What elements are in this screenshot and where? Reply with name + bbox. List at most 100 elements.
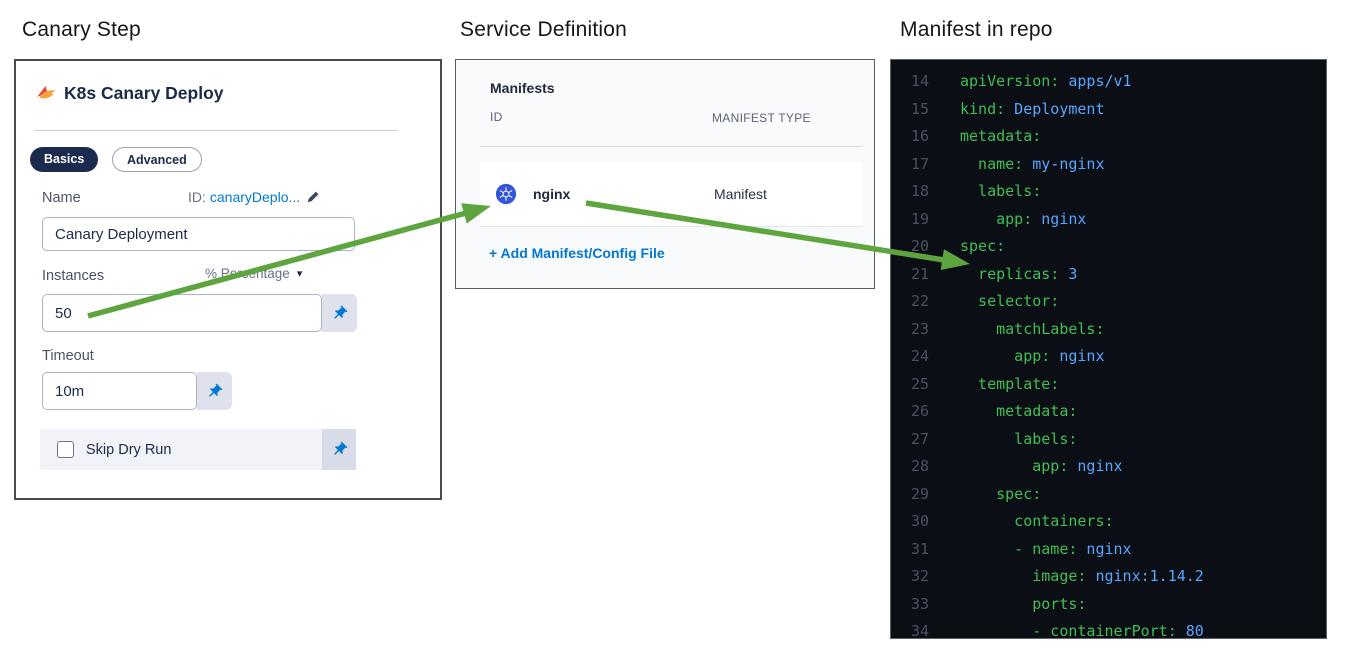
code-line: 21 replicas: 3 (891, 261, 1326, 289)
code-line: 16 metadata: (891, 123, 1326, 151)
code-line: 27 labels: (891, 426, 1326, 454)
line-number: 27 (910, 429, 929, 448)
line-number: 34 (910, 622, 929, 639)
name-input[interactable]: Canary Deployment (42, 217, 355, 251)
manifest-id-cell: nginx (533, 186, 571, 202)
line-number: 26 (910, 402, 929, 420)
code-line: 25 template: (891, 371, 1326, 399)
code-text: app: nginx (960, 347, 1105, 365)
code-line: 29 spec: (891, 481, 1326, 509)
code-line: 33 ports: (891, 591, 1326, 619)
instances-pin-button[interactable] (322, 294, 357, 332)
canary-bird-icon (37, 86, 56, 99)
instances-field: 50 (42, 294, 357, 332)
manifest-type-cell: Manifest (714, 186, 767, 202)
line-number: 25 (910, 374, 929, 393)
skip-dry-run-label: Skip Dry Run (86, 441, 172, 458)
service-definition-panel: Manifests ID MANIFEST TYPE nginx Manifes… (455, 59, 875, 289)
line-number: 19 (910, 209, 929, 228)
code-text: metadata: (960, 127, 1042, 145)
canary-step-title: Canary Step (22, 18, 141, 41)
skip-dry-run-checkbox[interactable] (57, 441, 74, 458)
code-line: 19 app: nginx (891, 206, 1326, 234)
code-text: template: (960, 374, 1060, 393)
line-number: 29 (910, 484, 929, 503)
code-line: 31 - name: nginx (891, 536, 1326, 564)
line-number: 33 (910, 594, 929, 613)
instances-unit-label: % Percentage (205, 266, 290, 281)
code-text: name: my-nginx (960, 154, 1105, 173)
header-divider (34, 130, 398, 131)
manifest-in-repo-title: Manifest in repo (900, 18, 1053, 41)
code-text: - name: nginx (960, 539, 1132, 558)
manifest-table-row[interactable]: nginx Manifest (480, 162, 862, 227)
code-text: matchLabels: (960, 319, 1105, 338)
code-line: 22 selector: (891, 288, 1326, 316)
timeout-label: Timeout (42, 348, 94, 364)
line-number: 18 (910, 182, 929, 200)
timeout-pin-button[interactable] (197, 372, 232, 410)
manifests-heading: Manifests (490, 80, 555, 96)
line-number: 20 (910, 237, 929, 255)
tab-advanced[interactable]: Advanced (112, 147, 202, 172)
service-definition-title: Service Definition (460, 18, 628, 41)
line-number: 24 (910, 347, 929, 365)
table-header-divider (480, 146, 862, 147)
code-text: kind: Deployment (960, 99, 1105, 118)
code-text: labels: (960, 182, 1042, 200)
code-text: ports: (960, 594, 1087, 613)
canary-step-panel: K8s Canary Deploy Basics Advanced Name I… (14, 59, 442, 500)
pushpin-icon (209, 383, 223, 396)
code-text: - containerPort: 80 (960, 622, 1204, 639)
pushpin-icon (333, 441, 347, 455)
line-number: 22 (910, 292, 929, 310)
code-text: spec: (960, 237, 1006, 255)
code-line: 26 metadata: (891, 398, 1326, 426)
code-text: replicas: 3 (960, 264, 1078, 283)
code-text: metadata: (960, 402, 1078, 420)
code-text: labels: (960, 429, 1078, 448)
code-line: 18 labels: (891, 178, 1326, 206)
code-line: 23 matchLabels: (891, 316, 1326, 344)
line-number: 32 (910, 567, 929, 585)
code-line: 34 - containerPort: 80 (891, 618, 1326, 639)
kubernetes-icon (495, 183, 517, 205)
line-number: 16 (910, 127, 929, 145)
code-line: 28 app: nginx (891, 453, 1326, 481)
id-prefix: ID: (188, 189, 206, 205)
timeout-field: 10m (42, 372, 232, 410)
code-text: spec: (960, 484, 1042, 503)
code-line: 20 spec: (891, 233, 1326, 261)
skip-dry-run-row: Skip Dry Run (40, 429, 356, 470)
line-number: 28 (910, 457, 929, 475)
line-number: 23 (910, 319, 929, 338)
code-text: app: nginx (960, 457, 1123, 475)
timeout-input[interactable]: 10m (42, 372, 197, 410)
add-manifest-link[interactable]: + Add Manifest/Config File (489, 245, 665, 261)
code-line: 30 containers: (891, 508, 1326, 536)
edit-pencil-icon[interactable] (306, 190, 320, 204)
column-header-id: ID (490, 110, 503, 124)
instances-unit-dropdown[interactable]: % Percentage ▾ (205, 266, 302, 281)
step-title: K8s Canary Deploy (64, 83, 224, 103)
code-line: 15 kind: Deployment (891, 96, 1326, 124)
tab-basics[interactable]: Basics (30, 147, 99, 172)
skip-dry-run-pin-button[interactable] (322, 429, 356, 470)
code-line: 17 name: my-nginx (891, 151, 1326, 179)
name-label: Name (42, 190, 81, 206)
line-number: 21 (910, 264, 929, 283)
line-number: 17 (910, 154, 929, 173)
code-line: 24 app: nginx (891, 343, 1326, 371)
code-text: containers: (960, 512, 1114, 530)
code-text: app: nginx (960, 209, 1087, 228)
line-number: 15 (910, 99, 929, 118)
line-number: 14 (910, 72, 929, 90)
pushpin-icon (334, 305, 348, 318)
code-line: 32 image: nginx:1.14.2 (891, 563, 1326, 591)
chevron-down-icon: ▾ (296, 268, 303, 280)
instances-input[interactable]: 50 (42, 294, 322, 332)
column-header-manifest-type: MANIFEST TYPE (712, 111, 811, 125)
id-link[interactable]: canaryDeplo... (209, 189, 301, 205)
